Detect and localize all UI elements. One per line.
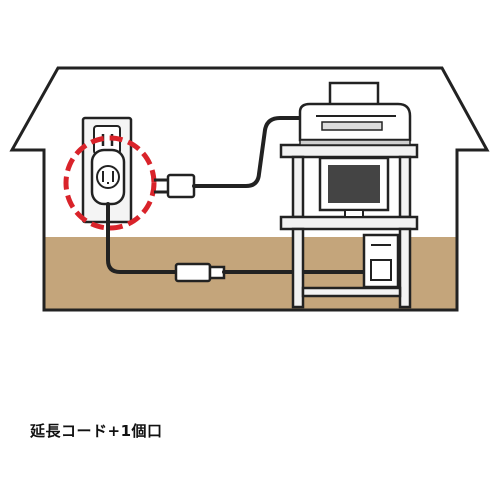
- cord-inline-connector-icon: [174, 262, 226, 283]
- power-plug-icon: [154, 173, 196, 199]
- monitor-icon: [318, 156, 390, 218]
- house-outline-icon: [9, 66, 490, 312]
- extension-cord: [106, 202, 178, 274]
- desktop-pc-tower-icon: [362, 233, 400, 289]
- caption-label: 延長コード+1個口: [30, 422, 163, 440]
- printer-cord: [192, 116, 302, 188]
- outlet-adapter-icon: [90, 148, 126, 206]
- printer-icon: [298, 81, 412, 146]
